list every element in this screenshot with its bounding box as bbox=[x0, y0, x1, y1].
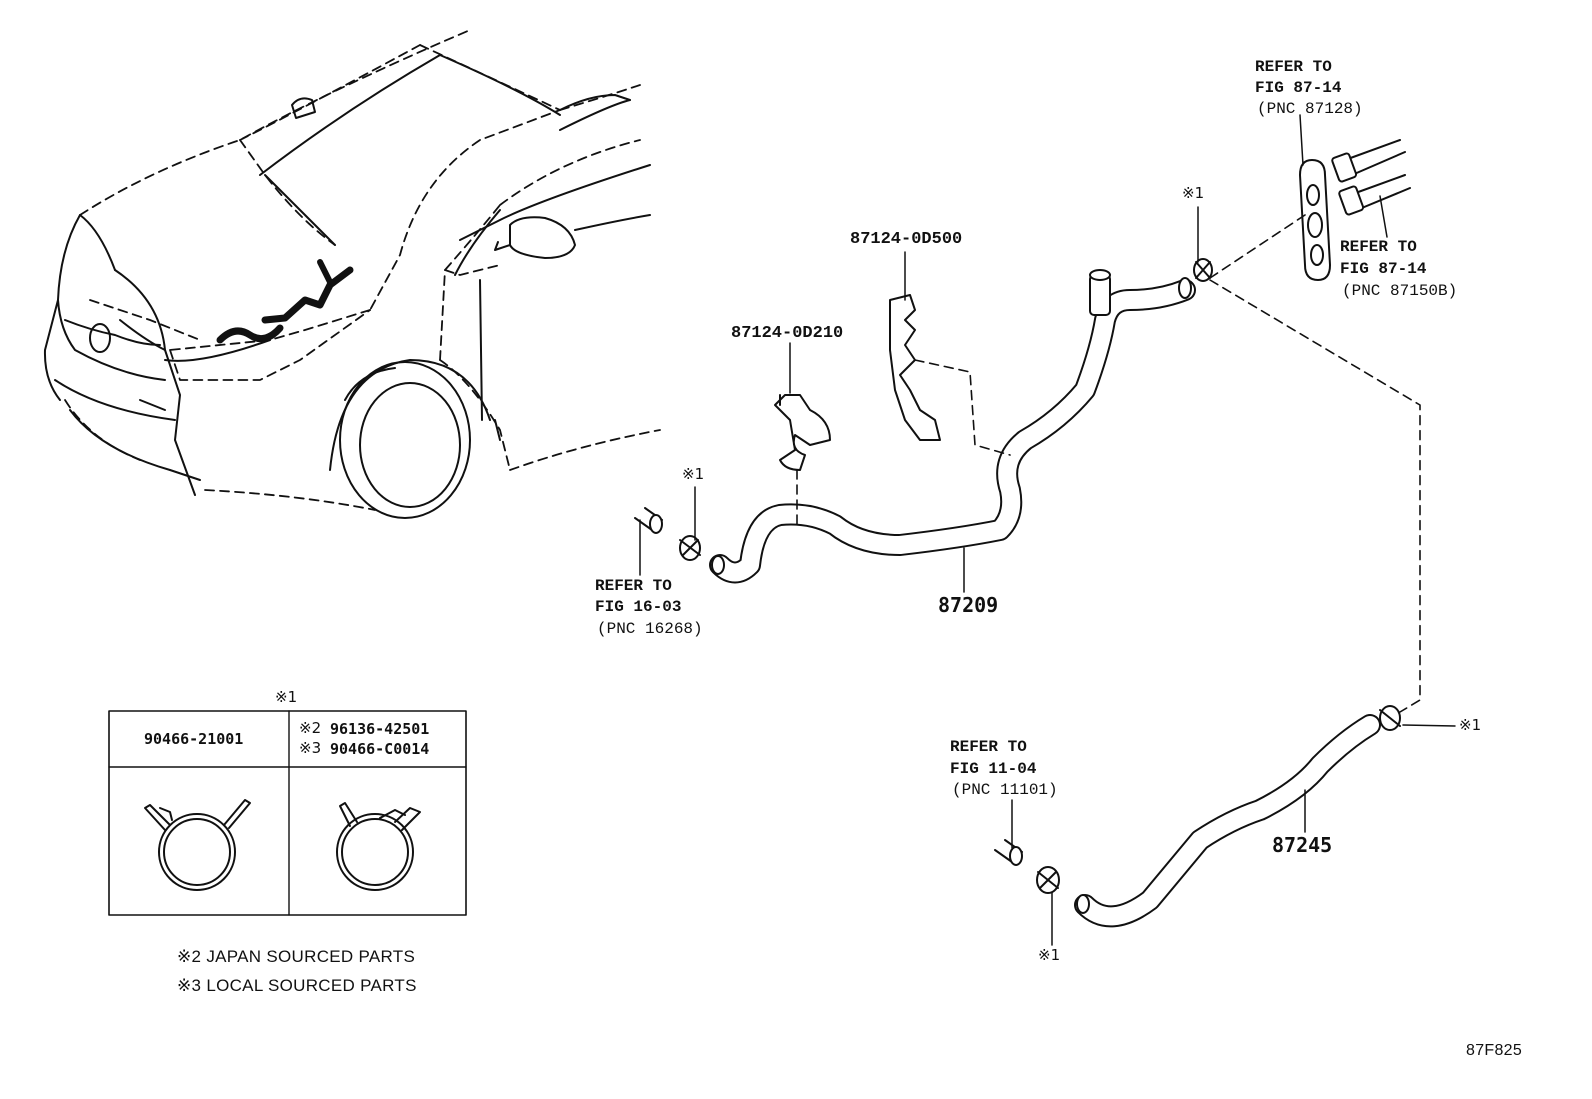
clamp-table-title: ※1 bbox=[275, 688, 298, 706]
part-number-87245: 87245 bbox=[1272, 833, 1333, 857]
reference-pnc: (PNC 87150B) bbox=[1342, 282, 1458, 300]
mark-1-top-clamp: ※1 bbox=[1182, 184, 1205, 202]
reference-line1: REFER TO bbox=[1255, 58, 1332, 76]
clamp-top bbox=[1193, 258, 1213, 282]
mark-1-left-clamp: ※1 bbox=[682, 465, 705, 483]
clamp-table-part-90466-21001: 90466-21001 bbox=[144, 730, 244, 748]
part-number-87124-0d500: 87124-0D500 bbox=[850, 230, 963, 249]
solid-leaders bbox=[639, 114, 1456, 946]
reference-pnc: (PNC 87128) bbox=[1257, 100, 1363, 118]
clip-87124-0d210 bbox=[774, 394, 831, 471]
car-outline bbox=[43, 29, 661, 519]
clamp-table-mark-3: ※3 bbox=[299, 739, 322, 757]
clamp-left bbox=[679, 535, 701, 561]
figure-code: 87F825 bbox=[1466, 1042, 1523, 1059]
clamp-table bbox=[108, 710, 467, 916]
note-local-sourced: ※3 LOCAL SOURCED PARTS bbox=[177, 976, 417, 995]
clamp-bottom bbox=[1036, 866, 1060, 894]
mark-1-bottom-clamp: ※1 bbox=[1038, 946, 1061, 964]
reference-line1: REFER TO bbox=[1340, 238, 1417, 256]
clamp-90466-21001 bbox=[144, 799, 251, 891]
grommet-plate bbox=[1299, 159, 1331, 281]
reference-line1: REFER TO bbox=[595, 577, 672, 595]
reference-line2: FIG 16-03 bbox=[595, 598, 682, 616]
part-number-87124-0d210: 87124-0D210 bbox=[731, 324, 844, 343]
part-number-87209: 87209 bbox=[938, 593, 999, 617]
pipe-stub-16268 bbox=[634, 507, 663, 534]
clamp-table-part-96136-42501: 96136-42501 bbox=[330, 720, 430, 738]
clip-87124-0d500 bbox=[889, 294, 941, 441]
dashed-leaders bbox=[796, 214, 1421, 713]
hose-87209 bbox=[709, 269, 1196, 584]
clamp-table-part-90466-c0014: 90466-C0014 bbox=[330, 740, 430, 758]
reference-pnc: (PNC 16268) bbox=[597, 620, 703, 638]
reference-line2: FIG 87-14 bbox=[1255, 79, 1342, 97]
pipe-stubs-87150b bbox=[1331, 139, 1411, 216]
clamp-right bbox=[1379, 705, 1401, 731]
hose-87245 bbox=[1074, 714, 1381, 928]
mark-1-right-clamp: ※1 bbox=[1459, 716, 1482, 734]
reference-pnc: (PNC 11101) bbox=[952, 781, 1058, 799]
reference-line2: FIG 87-14 bbox=[1340, 260, 1427, 278]
note-japan-sourced: ※2 JAPAN SOURCED PARTS bbox=[177, 947, 416, 966]
pipe-stub-11101 bbox=[994, 839, 1023, 866]
reference-line2: FIG 11-04 bbox=[950, 760, 1037, 778]
reference-line1: REFER TO bbox=[950, 738, 1027, 756]
clamp-96136-42501 bbox=[336, 802, 421, 891]
clamp-table-mark-2: ※2 bbox=[299, 719, 322, 737]
